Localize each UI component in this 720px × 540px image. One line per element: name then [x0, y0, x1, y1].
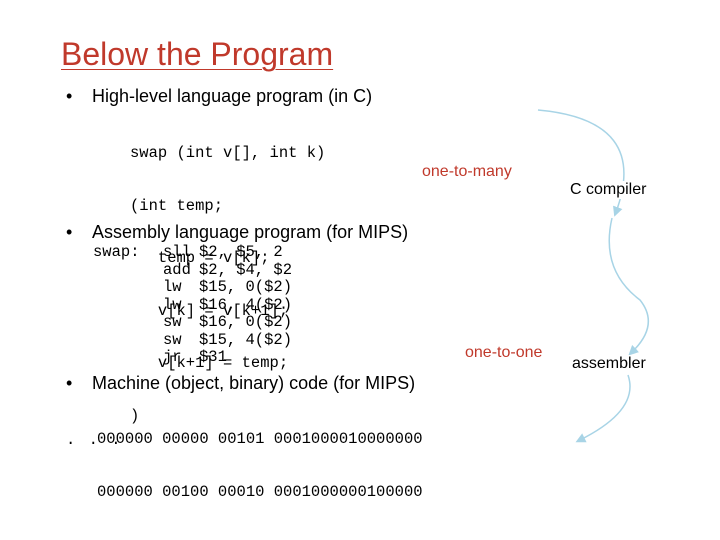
mapping-label-one-to-many: one-to-many	[422, 163, 512, 180]
bullet-assembly: • Assembly language program (for MIPS)	[66, 222, 408, 243]
asm-args: $15, 0($2)	[199, 278, 293, 296]
asm-args: $16, 4($2)	[199, 295, 293, 314]
asm-op: sw	[163, 330, 182, 349]
compiler-arrow-lower-icon	[608, 217, 650, 356]
asm-args: $2, $5, 2	[199, 243, 283, 261]
assembler-arrow-icon	[575, 374, 631, 443]
bullet-text: High-level language program (in C)	[92, 86, 373, 106]
mapping-label-one-to-one: one-to-one	[465, 344, 543, 361]
asm-op: add	[163, 260, 191, 279]
asm-args: $31	[199, 348, 227, 366]
asm-op: jr	[163, 348, 182, 366]
code-line: (int temp;	[130, 196, 224, 215]
c-code-block: swap (int v[], int k) (int temp; temp = …	[130, 110, 325, 443]
assembler-label: assembler	[570, 355, 648, 373]
machine-code-line: 000000 00000 00101 0001000010000000	[97, 430, 423, 448]
bullet-marker: •	[66, 373, 73, 393]
bullet-text: Assembly language program (for MIPS)	[92, 222, 409, 242]
asm-args: $2, $4, $2	[199, 260, 293, 279]
asm-op: lw	[163, 295, 182, 314]
bullet-marker: •	[66, 222, 73, 242]
machine-code-line: 000000 00100 00010 0001000000100000	[97, 482, 423, 501]
bullet-high-level: • High-level language program (in C)	[66, 86, 372, 107]
asm-op: sll	[163, 243, 191, 261]
code-line: temp = v[k];	[130, 249, 270, 267]
asm-args: $16, 0($2)	[199, 313, 293, 331]
asm-op: lw	[163, 278, 182, 296]
slide-title: Below the Program	[61, 36, 334, 72]
code-line: v[k+1] = temp;	[130, 354, 289, 372]
code-line: )	[130, 406, 140, 425]
bullet-marker: •	[66, 86, 73, 106]
ellipsis: . . .	[66, 431, 123, 449]
asm-label: swap:	[93, 243, 140, 261]
c-compiler-label: C compiler	[568, 181, 649, 199]
asm-op: sw	[163, 313, 182, 331]
assembly-block: swap: sll $2, $5, 2 add $2, $4, $2 lw $15,…	[93, 243, 293, 367]
code-line: swap (int v[], int k)	[130, 144, 326, 162]
bullet-machine: • Machine (object, binary) code (for MIPS…	[66, 373, 415, 394]
asm-args: $15, 4($2)	[199, 330, 293, 349]
bullet-text: Machine (object, binary) code (for MIPS)	[92, 373, 416, 393]
machine-code-block: 000000 00000 00101 0001000010000000 0000…	[97, 396, 423, 519]
code-line: v[k] = v[k+1];	[130, 301, 289, 320]
